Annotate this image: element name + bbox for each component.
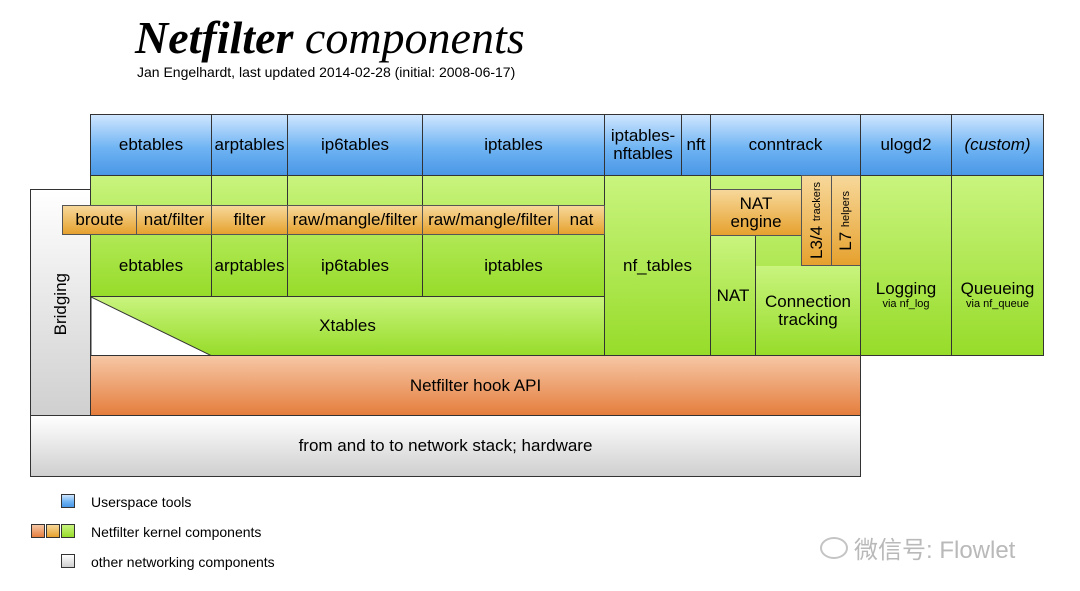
us-custom: (custom)	[951, 114, 1044, 176]
l34-label: L3/4 trackers	[806, 182, 826, 259]
us-ulogd2: ulogd2	[860, 114, 952, 176]
nat-engine-line2: engine	[730, 211, 782, 231]
netfilter-hook-api: Netfilter hook API	[90, 355, 861, 416]
us-nft: nft	[681, 114, 711, 176]
kernel-connection-tracking: Connection tracking	[755, 266, 861, 356]
kernel-xtables: Xtables	[90, 296, 605, 356]
kernel-logging: Logging via nf_log	[860, 175, 952, 356]
watermark-text: 微信号: Flowlet	[854, 537, 1016, 564]
conntrack-line2: tracking	[778, 309, 838, 329]
kernel-nat: NAT	[710, 235, 756, 356]
bridging-label: Bridging	[51, 272, 70, 336]
legend-kernel-swatch-3	[61, 524, 75, 538]
l34-sub: trackers	[810, 182, 823, 222]
legend-kernel-swatch-2	[46, 524, 60, 538]
kernel-nat-engine: NAT engine	[710, 189, 802, 236]
chain-nat-filter: nat/filter	[136, 205, 212, 235]
chain-filter: filter	[211, 205, 288, 235]
diagram-subtitle: Jan Engelhardt, last updated 2014-02-28 …	[137, 64, 516, 80]
l7-label: L7 helpers	[836, 190, 855, 251]
watermark: 微信号: Flowlet	[820, 530, 1015, 565]
kernel-l7-helpers: L7 helpers	[831, 175, 861, 266]
legend-kernel-label: Netfilter kernel components	[91, 524, 262, 540]
queueing-sub: via nf_queue	[966, 297, 1029, 310]
xtables-cutout	[91, 297, 212, 355]
kernel-queueing: Queueing via nf_queue	[951, 175, 1044, 356]
kernel-arptables: arptables	[211, 175, 288, 297]
network-stack-hardware: from and to to network stack; hardware	[30, 415, 861, 477]
wechat-icon	[820, 536, 848, 559]
kernel-iptables: iptables	[422, 175, 605, 297]
logging-label: Logging	[875, 278, 937, 298]
us-conntrack: conntrack	[710, 114, 861, 176]
us-ebtables: ebtables	[90, 114, 212, 176]
legend-kernel-swatch-1	[31, 524, 45, 538]
legend-userspace-label: Userspace tools	[91, 494, 192, 510]
logging-sub: via nf_log	[882, 297, 930, 310]
l7-main: L7	[836, 231, 855, 251]
title-bold: Netfilter	[135, 12, 294, 63]
us-arptables: arptables	[211, 114, 288, 176]
us-iptables-nftables-line1: iptables-	[610, 126, 676, 145]
us-ip6tables: ip6tables	[287, 114, 423, 176]
chain-nat: nat	[558, 205, 605, 235]
conntrack-line1: Connection	[764, 291, 851, 311]
l7-sub: helpers	[840, 190, 852, 227]
kernel-ip6tables: ip6tables	[287, 175, 423, 297]
legend-other-swatch	[61, 554, 75, 568]
us-iptables: iptables	[422, 114, 605, 176]
legend-userspace-swatch	[61, 494, 75, 508]
us-custom-label: (custom)	[964, 135, 1031, 154]
kernel-nf-tables: nf_tables	[604, 175, 711, 356]
chain-raw-mangle-filter-4: raw/mangle/filter	[422, 205, 559, 235]
diagram-title: Netfilter components	[135, 12, 525, 64]
kernel-ebtables: ebtables	[90, 175, 212, 297]
kernel-xtables-label: Xtables	[319, 316, 376, 335]
nat-engine-line1: NAT	[739, 193, 773, 213]
chain-raw-mangle-filter-6: raw/mangle/filter	[287, 205, 423, 235]
queueing-label: Queueing	[960, 278, 1035, 298]
legend-other-label: other networking components	[91, 554, 275, 570]
l34-main: L3/4	[806, 225, 826, 259]
chain-broute: broute	[62, 205, 137, 235]
title-rest: components	[293, 12, 525, 63]
kernel-l34-trackers: L3/4 trackers	[801, 175, 832, 266]
us-iptables-nftables: iptables- nftables	[604, 114, 682, 176]
us-iptables-nftables-line2: nftables	[613, 144, 673, 163]
